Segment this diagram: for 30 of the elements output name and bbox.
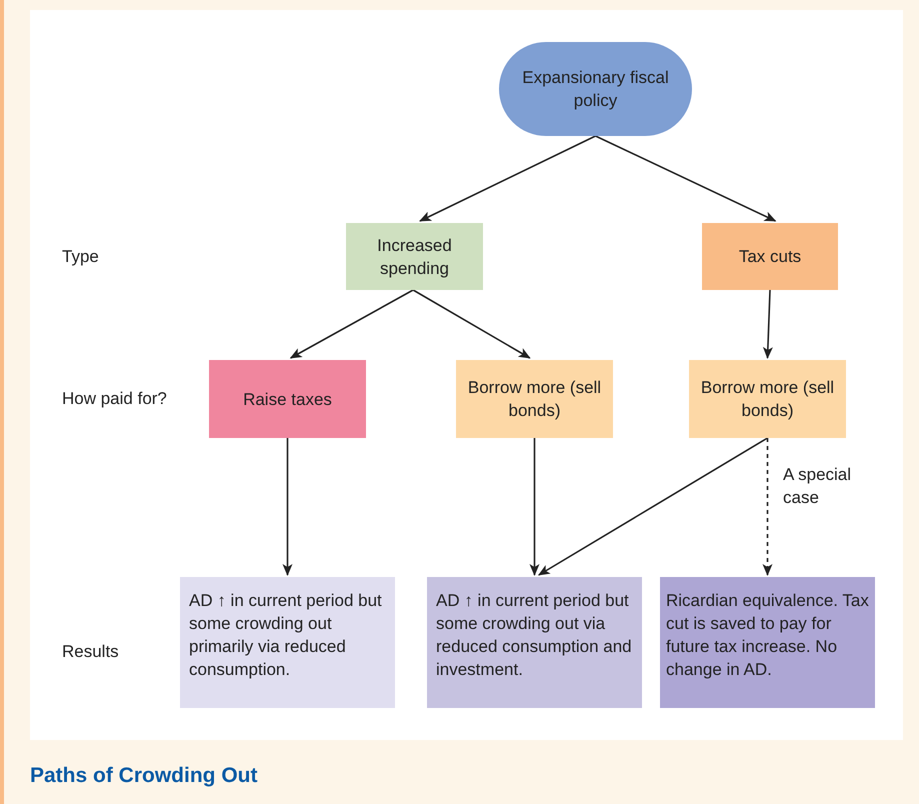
caption: Paths of Crowding Out	[30, 763, 258, 789]
arrow	[762, 290, 773, 359]
node-text: Ricardian equivalence. Tax cut is saved to pay for future tax increase. No change in AD.	[666, 590, 869, 681]
node-text: Expansionary fiscal policy	[521, 67, 670, 112]
node-text: AD ↑ in current period but some crowding out via reduced consumption and investment.	[436, 590, 633, 681]
node-text: Tax cuts	[738, 246, 802, 268]
row-label: Type	[62, 246, 99, 268]
row-label: How paid for?	[62, 388, 167, 410]
node-text: Borrow more (sell bonds)	[700, 377, 836, 422]
arrow	[538, 437, 768, 576]
node-text: Borrow more (sell bonds)	[466, 377, 602, 422]
type-box	[346, 223, 483, 290]
payment-box	[689, 360, 846, 438]
arrow	[412, 289, 531, 359]
arrow	[762, 438, 772, 576]
type-box	[702, 223, 838, 290]
arrow	[419, 135, 596, 222]
arrow	[290, 289, 414, 359]
result-box	[427, 577, 642, 708]
arrow	[595, 135, 776, 222]
result-box	[180, 577, 395, 708]
arrow	[282, 438, 292, 576]
result-box	[660, 577, 875, 708]
arrow	[530, 438, 540, 576]
node-text: AD ↑ in current period but some crowding out primarily via reduced consumption.	[189, 590, 383, 681]
row-label: Results	[62, 641, 119, 663]
node-text: Raise taxes	[243, 388, 332, 410]
payment-box	[209, 360, 366, 438]
payment-box	[456, 360, 613, 438]
node-text: Increased spending	[376, 234, 453, 280]
